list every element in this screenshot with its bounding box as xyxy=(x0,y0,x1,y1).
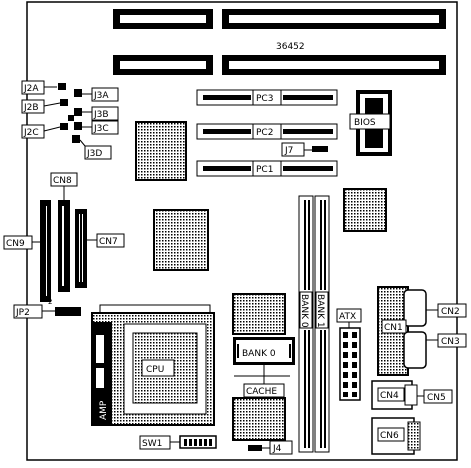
j2c-label: J2C xyxy=(23,128,39,138)
j7-label: J7 xyxy=(284,146,293,156)
connector-cn7: CN7 xyxy=(75,209,125,288)
connector-cn6: CN6 xyxy=(371,417,421,455)
cn6-label: CN6 xyxy=(380,431,399,441)
j3c-label: J3C xyxy=(93,124,109,134)
connector-cn9: CN9 xyxy=(3,200,51,302)
connector-cn8: CN8 xyxy=(50,172,78,292)
jumper-j4: J4 xyxy=(248,440,293,455)
bios-label: BIOS xyxy=(354,118,376,128)
amp-label: AMP xyxy=(99,400,109,420)
connector-cn1-cn2-cn3: CN1 CN2 CN3 xyxy=(377,286,467,376)
j2b-label: J2B xyxy=(23,103,39,113)
cpu-label: CPU xyxy=(146,365,164,375)
bank1-vertical-label: BANK 1 xyxy=(315,294,325,328)
pci-slot-pc2: PC2 xyxy=(196,123,338,140)
jumper-j7: J7 xyxy=(281,142,328,157)
cn4-label: CN4 xyxy=(380,391,399,401)
isa-slots xyxy=(113,9,446,75)
cn1-label: CN1 xyxy=(384,323,403,333)
jumper-j3b: J3B xyxy=(82,106,119,121)
j3b-label: J3B xyxy=(93,110,109,120)
chip-right xyxy=(343,188,387,232)
j3a-label: J3A xyxy=(93,91,109,101)
cn5-label: CN5 xyxy=(427,393,446,403)
cache-chip-lower xyxy=(232,397,286,441)
chip-left-upper xyxy=(135,121,187,181)
jp2-pin-label: 2 xyxy=(48,298,52,306)
bank0-label: BANK 0 xyxy=(242,349,276,359)
jumper-j3d: J3D xyxy=(79,139,112,160)
board-outline xyxy=(26,1,458,461)
cn8-label: CN8 xyxy=(53,176,72,186)
jp2-label: JP2 xyxy=(15,308,30,318)
simm-bank-0: BANK 0 xyxy=(298,195,314,453)
switch-sw1: SW1 xyxy=(139,435,217,450)
jumper-j3c: J3C xyxy=(82,120,119,135)
pc1-label: PC1 xyxy=(256,165,273,175)
jumper-j2c: J2C xyxy=(21,124,61,139)
jumper-j3a: J3A xyxy=(82,87,119,102)
pci-slot-pc3: PC3 xyxy=(196,89,338,106)
bios-chip: BIOS xyxy=(349,90,392,156)
pc2-label: PC2 xyxy=(256,128,273,138)
cpu-socket: CPU AMP xyxy=(91,304,215,426)
cn3-label: CN3 xyxy=(441,337,460,347)
sw1-label: SW1 xyxy=(142,439,162,449)
jumper-block-cluster xyxy=(58,83,82,143)
jumper-j2a: J2A xyxy=(21,80,57,95)
j4-label: J4 xyxy=(272,444,282,454)
pci-slot-pc1: PC1 xyxy=(196,160,338,177)
bank0-module: BANK 0 CACHE xyxy=(233,337,295,398)
part-number: 36452 xyxy=(276,42,305,52)
connector-cn4-cn5: CN4 CN5 xyxy=(371,380,453,410)
simm-bank-1: BANK 1 xyxy=(314,195,330,453)
cn9-label: CN9 xyxy=(6,239,25,249)
bank0-vertical-label: BANK 0 xyxy=(299,294,309,328)
jumper-jp2: JP2 2 xyxy=(13,298,81,319)
cache-chip-upper xyxy=(232,293,286,335)
jumper-j2b: J2B xyxy=(21,99,61,114)
atx-power-connector: ATX xyxy=(336,308,362,401)
chip-left-lower xyxy=(153,209,209,271)
j3d-label: J3D xyxy=(86,149,102,159)
cache-label: CACHE xyxy=(246,387,277,397)
cn2-label: CN2 xyxy=(441,307,460,317)
j2a-label: J2A xyxy=(23,84,39,94)
atx-label: ATX xyxy=(339,312,356,322)
pc3-label: PC3 xyxy=(256,94,273,104)
cn7-label: CN7 xyxy=(99,237,118,247)
